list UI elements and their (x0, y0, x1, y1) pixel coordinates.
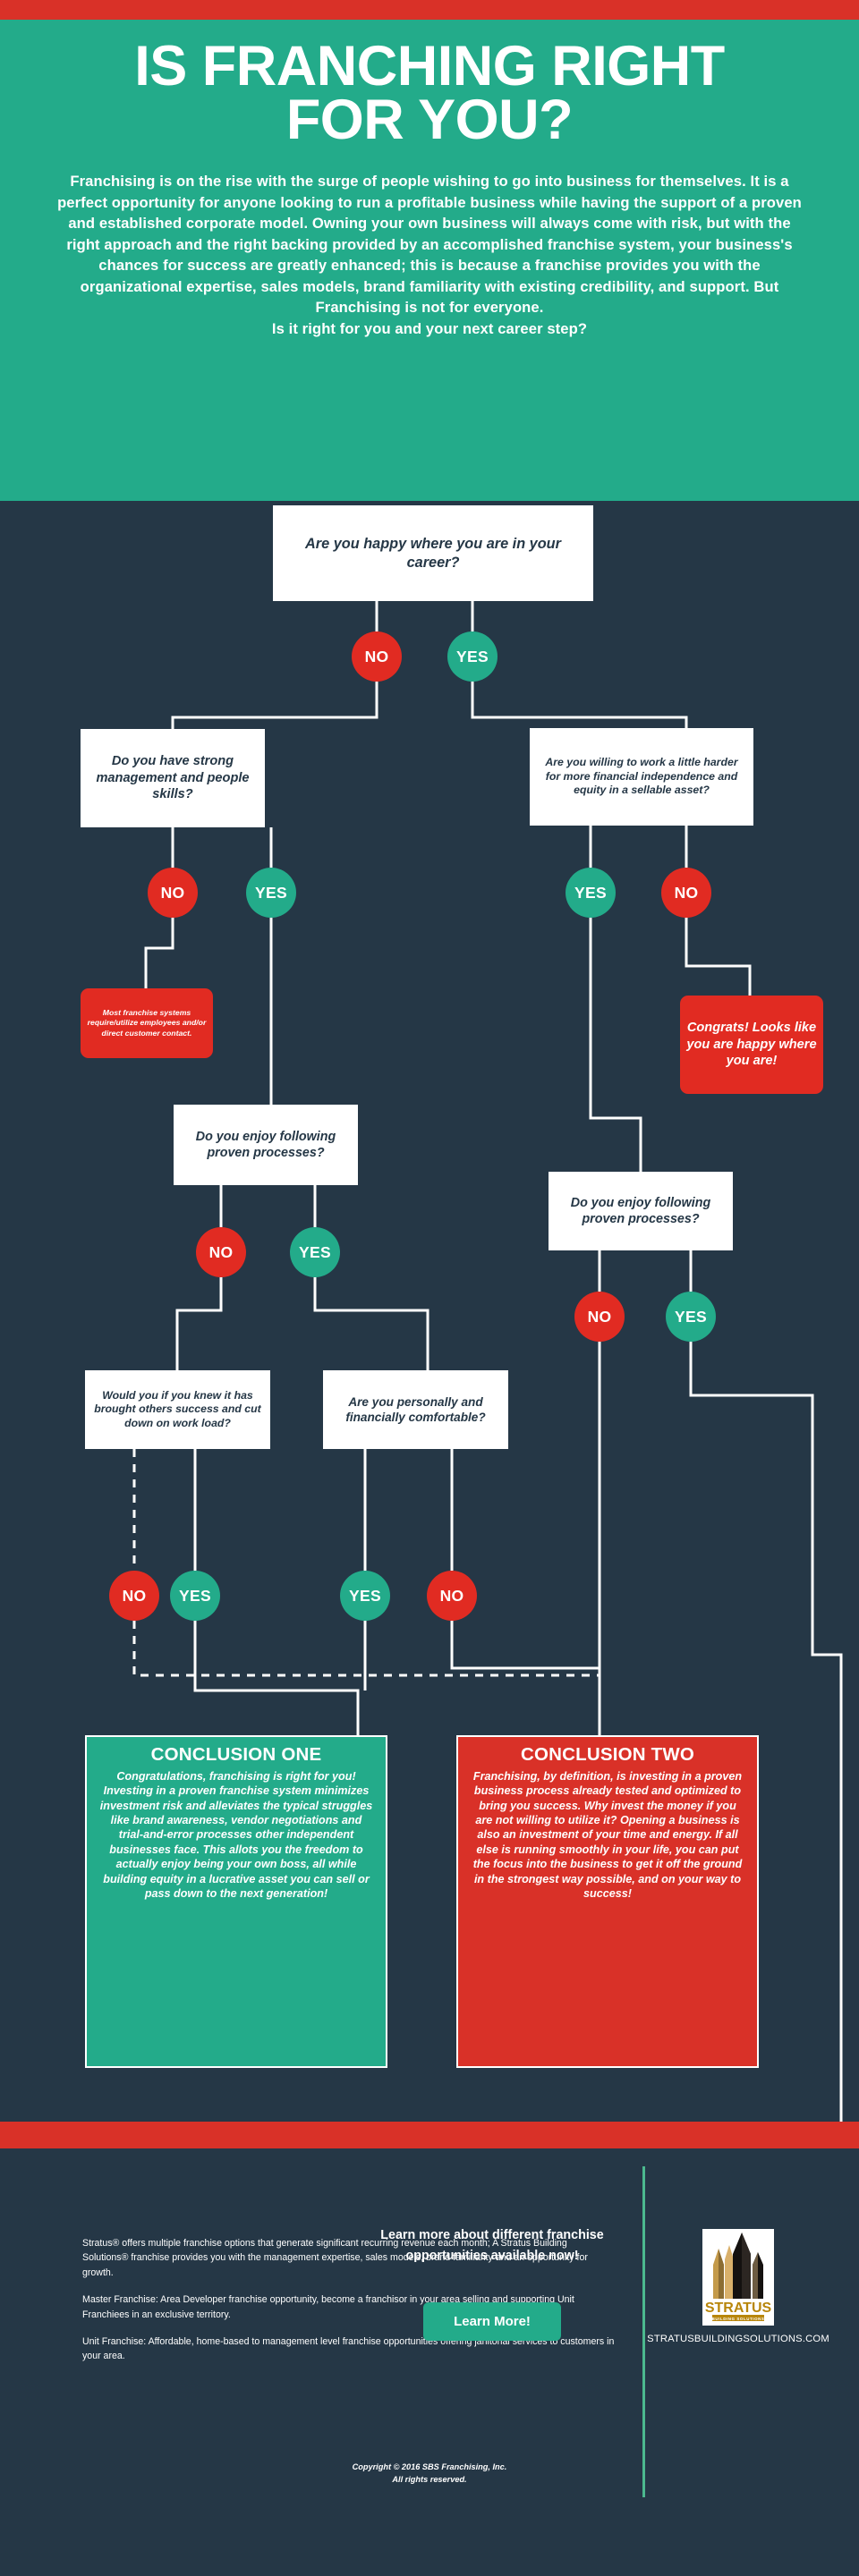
badge-label: NO (587, 1307, 612, 1326)
footer-cta-text: Learn more about different franchise opp… (380, 2228, 604, 2263)
badge-yes-q5[interactable]: YES (666, 1292, 716, 1342)
footer-section: Stratus® offers multiple franchise optio… (0, 2148, 859, 2576)
footer-divider-line (642, 2166, 645, 2497)
copyright-line-2: All rights reserved. (392, 2474, 467, 2484)
question-text: Are you willing to work a little harder … (545, 756, 738, 797)
badge-yes-q2[interactable]: YES (246, 868, 296, 918)
conclusion-one-card: CONCLUSION ONE Congratulations, franchis… (85, 1735, 387, 2068)
badge-label: YES (574, 883, 607, 902)
question-text: Do you enjoy following proven processes? (570, 1195, 711, 1226)
badge-label: YES (675, 1307, 707, 1326)
divider-red-bar (0, 2122, 859, 2148)
flowchart-connectors (132, 601, 843, 2122)
badge-label: NO (364, 647, 389, 665)
question-text: Are you happy where you are in your care… (305, 535, 561, 571)
badge-label: YES (349, 1586, 381, 1605)
footer-website[interactable]: STRATUSBUILDINGSOLUTIONS.COM (647, 2334, 829, 2344)
badge-label: YES (456, 647, 489, 665)
badge-label: YES (299, 1242, 331, 1261)
badge-no-q7[interactable]: NO (427, 1571, 477, 1621)
question-box-3: Are you willing to work a little harder … (530, 728, 753, 826)
hero-paragraph: Franchising is on the rise with the surg… (57, 172, 802, 317)
logo-buildings-icon: STRATUS BUILDING SOLUTIONS (702, 2229, 774, 2326)
badge-label: YES (179, 1586, 211, 1605)
badge-yes-q4[interactable]: YES (290, 1227, 340, 1277)
question-box-6: Would you if you knew it has brought oth… (85, 1370, 270, 1449)
question-box-5: Do you enjoy following proven processes? (549, 1172, 733, 1250)
logo-subtext: BUILDING SOLUTIONS (712, 2317, 765, 2321)
question-text: Would you if you knew it has brought oth… (94, 1388, 261, 1429)
tip-text: Congrats! Looks like you are happy where… (686, 1020, 817, 1069)
question-box-7: Are you personally and financially comfo… (323, 1370, 508, 1449)
badge-yes-q7[interactable]: YES (340, 1571, 390, 1621)
conclusion-two-card: CONCLUSION TWO Franchising, by definitio… (456, 1735, 759, 2068)
learn-more-button[interactable]: Learn More! (423, 2301, 561, 2341)
top-red-bar (0, 0, 859, 20)
tip-text: Most franchise systems require/utilize e… (87, 1008, 207, 1038)
badge-label: YES (255, 883, 287, 902)
conclusion-one-title: CONCLUSION ONE (150, 1744, 322, 1765)
title-line-1: IS FRANCHING RIGHT (134, 35, 725, 97)
badge-label: NO (160, 883, 185, 902)
badge-no-q3[interactable]: NO (661, 868, 711, 918)
conclusion-two-body: Franchising, by definition, is investing… (472, 1770, 743, 1900)
tip-box-congrats: Congrats! Looks like you are happy where… (680, 996, 823, 1094)
question-text: Do you have strong management and people… (96, 754, 250, 802)
badge-label: NO (122, 1586, 147, 1605)
badge-no-q6[interactable]: NO (109, 1571, 159, 1621)
question-box-2: Do you have strong management and people… (81, 729, 265, 827)
title-line-2: FOR YOU? (285, 89, 574, 152)
question-text: Are you personally and financially comfo… (345, 1394, 486, 1424)
conclusion-two-title: CONCLUSION TWO (520, 1744, 695, 1765)
badge-label: NO (674, 883, 699, 902)
badge-yes-q6[interactable]: YES (170, 1571, 220, 1621)
tip-box-franchise-systems: Most franchise systems require/utilize e… (81, 988, 213, 1058)
hero-closing-line: Is it right for you and your next career… (271, 319, 588, 337)
copyright-line-1: Copyright © 2016 SBS Franchising, Inc. (352, 2462, 507, 2471)
question-text: Do you enjoy following proven processes? (195, 1129, 336, 1160)
badge-no-q5[interactable]: NO (574, 1292, 625, 1342)
page-title: IS FRANCHING RIGHT FOR YOU? (52, 35, 807, 152)
hero-section: IS FRANCHING RIGHT FOR YOU? Franchising … (0, 20, 859, 501)
footer-logo-block: STRATUS BUILDING SOLUTIONS STRATUSBUILDI… (626, 2229, 850, 2344)
footer-cta-block: Learn more about different franchise opp… (358, 2225, 626, 2341)
conclusion-one-body: Congratulations, franchising is right fo… (99, 1770, 373, 1900)
badge-yes-q3[interactable]: YES (566, 868, 616, 918)
badge-label: NO (439, 1586, 464, 1605)
badge-yes-q1[interactable]: YES (447, 631, 498, 682)
footer-paragraph-1: Stratus® offers multiple franchise optio… (82, 2238, 588, 2278)
stratus-logo: STRATUS BUILDING SOLUTIONS (702, 2229, 774, 2326)
badge-label: NO (208, 1242, 234, 1261)
footer-copyright: Copyright © 2016 SBS Franchising, Inc. A… (295, 2462, 564, 2487)
badge-no-q1[interactable]: NO (352, 631, 402, 682)
question-box-1: Are you happy where you are in your care… (273, 505, 593, 601)
logo-wordmark: STRATUS (705, 2301, 772, 2316)
badge-no-q4[interactable]: NO (196, 1227, 246, 1277)
question-box-4: Do you enjoy following proven processes? (174, 1105, 358, 1185)
hero-intro-text: Franchising is on the rise with the surg… (52, 171, 807, 340)
flowchart: Are you happy where you are in your care… (0, 501, 859, 2122)
badge-no-q2[interactable]: NO (148, 868, 198, 918)
